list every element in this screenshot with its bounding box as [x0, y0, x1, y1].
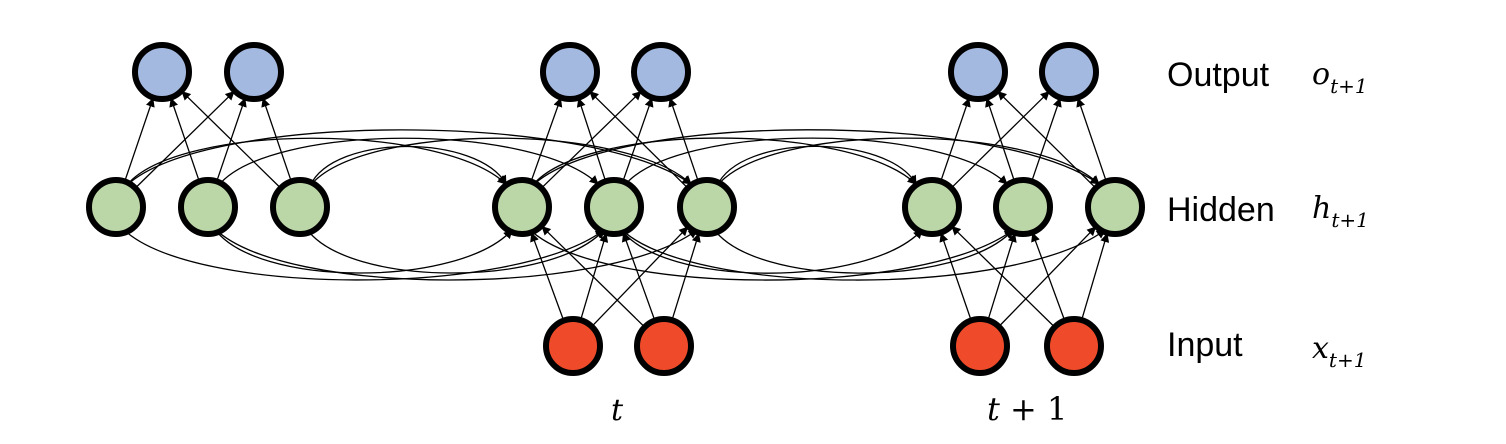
output-neuron	[631, 42, 691, 102]
recurrent-hidden-edge	[309, 137, 692, 187]
hidden-neuron	[993, 177, 1053, 237]
hidden-neuron	[178, 177, 238, 237]
input-to-hidden-edge	[1031, 232, 1066, 321]
recurrent-hidden-edge	[531, 137, 917, 187]
output-neuron	[540, 42, 600, 102]
neurons	[86, 42, 1145, 376]
recurrent-hidden-edge	[213, 227, 698, 281]
recurrent-hidden-edge	[619, 227, 1106, 281]
hidden-to-output-edge	[261, 97, 292, 182]
hidden-to-output-edge	[668, 97, 699, 182]
time-label-t: t	[611, 393, 624, 428]
recurrent-hidden-edge	[619, 227, 923, 274]
recurrent-hidden-edge	[716, 137, 1100, 187]
recurrent-hidden-edge	[716, 145, 917, 187]
recurrent-hidden-edge	[213, 227, 513, 274]
output-row-label: Output	[1167, 56, 1270, 94]
input-to-hidden-edge	[530, 232, 565, 321]
input-neuron	[543, 316, 603, 376]
recurrent-hidden-edge	[217, 137, 599, 187]
output-neuron	[948, 42, 1008, 102]
hidden-to-output-edge	[1031, 97, 1062, 182]
time-label-t-plus-1: t + 1	[987, 390, 1067, 428]
hidden-to-output-edge	[622, 97, 654, 182]
hidden-neuron	[677, 177, 737, 237]
input-neuron	[634, 316, 694, 376]
hidden-neuron	[86, 177, 146, 237]
hidden-neuron	[1085, 177, 1145, 237]
recurrent-hidden-edge	[121, 227, 605, 281]
recurrent-hidden-edge	[125, 137, 507, 187]
hidden-neuron	[902, 177, 962, 237]
output-neuron	[224, 42, 284, 102]
recurrent-hidden-edge	[527, 227, 1014, 281]
hidden-to-output-edge	[985, 97, 1016, 182]
hidden-neuron	[270, 177, 330, 237]
hidden-neuron	[584, 177, 644, 237]
hidden-to-output-edge	[540, 90, 642, 189]
input-neuron	[950, 316, 1010, 376]
hidden-to-output-edge	[169, 97, 200, 182]
hidden-row-label: Hidden	[1167, 191, 1275, 229]
input-to-hidden-edge	[987, 232, 1017, 321]
hidden-symbol: ht+1	[1312, 191, 1369, 232]
connections	[121, 90, 1110, 328]
input-symbol: xt+1	[1312, 331, 1366, 372]
input-row-label: Input	[1167, 326, 1243, 364]
input-neuron	[1044, 316, 1104, 376]
input-to-hidden-edge	[939, 232, 972, 321]
hidden-to-output-edge	[181, 90, 282, 189]
input-to-hidden-edge	[621, 232, 656, 321]
input-to-hidden-edge	[1081, 232, 1110, 321]
input-to-hidden-edge	[951, 225, 1056, 328]
recurrent-hidden-edge	[125, 129, 692, 187]
output-neuron	[1039, 42, 1099, 102]
recurrent-hidden-edge	[712, 227, 1014, 274]
recurrent-hidden-edge	[305, 227, 605, 274]
hidden-neuron	[492, 177, 552, 237]
hidden-to-output-edge	[124, 97, 155, 182]
recurrent-hidden-edge	[623, 137, 1008, 187]
input-to-hidden-edge	[541, 225, 646, 328]
output-symbol: ot+1	[1312, 57, 1368, 98]
input-to-hidden-edge	[998, 226, 1097, 328]
recurrent-hidden-edge	[309, 145, 507, 187]
recurrent-hidden-edge	[531, 129, 1100, 187]
hidden-to-output-edge	[576, 97, 607, 182]
hidden-to-output-edge	[1076, 97, 1107, 182]
output-neuron	[132, 42, 192, 102]
